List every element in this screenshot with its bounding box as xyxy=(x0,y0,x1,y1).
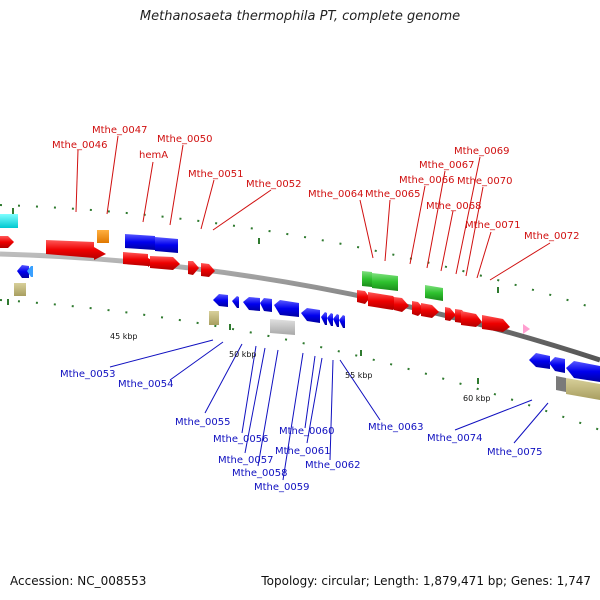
label-mthe-0068[interactable]: Mthe_0068 xyxy=(426,201,482,212)
scale-label-55kbp: 55 kbp xyxy=(345,371,373,380)
gene-red-mid-1[interactable] xyxy=(123,252,155,267)
gene-mthe-0074b[interactable] xyxy=(549,357,565,373)
gene-red-r1[interactable] xyxy=(357,290,370,304)
gene-mthe-0061[interactable] xyxy=(321,312,327,325)
major-ticks xyxy=(7,208,499,384)
gene-blue-left[interactable] xyxy=(17,265,29,278)
gene-lightblue-left[interactable] xyxy=(27,266,33,277)
gene-mthe-0046[interactable] xyxy=(46,240,106,260)
gene-mthe-0075-gray[interactable] xyxy=(556,376,566,392)
label-mthe-0056[interactable]: Mthe_0056 xyxy=(213,434,269,445)
gene-mthe-0068[interactable] xyxy=(394,297,409,312)
gene-mthe-0056[interactable] xyxy=(232,296,239,308)
gene-tan-left[interactable] xyxy=(14,283,26,296)
label-mthe-0071[interactable]: Mthe_0071 xyxy=(465,220,521,231)
gene-mthe-0057[interactable] xyxy=(243,297,260,311)
gene-red-left-edge[interactable] xyxy=(0,236,14,248)
label-mthe-0058[interactable]: Mthe_0058 xyxy=(232,468,288,479)
gene-mthe-0060[interactable] xyxy=(301,308,320,323)
scale-label-45kbp: 45 kbp xyxy=(110,332,138,341)
gene-mthe-0074a[interactable] xyxy=(529,353,550,369)
label-mthe-0046[interactable]: Mthe_0046 xyxy=(52,140,108,151)
label-mthe-0070[interactable]: Mthe_0070 xyxy=(457,176,513,187)
reverse-callout-lines xyxy=(109,339,549,481)
map-title: Methanosaeta thermophila PT, complete ge… xyxy=(139,9,461,24)
forward-gene-labels: Mthe_0046 Mthe_0047 hemA Mthe_0050 Mthe_… xyxy=(52,125,580,242)
gene-mthe-0067[interactable] xyxy=(368,292,400,310)
reverse-strand-genes xyxy=(14,265,600,400)
label-mthe-0054[interactable]: Mthe_0054 xyxy=(118,379,174,390)
inner-tick-ring xyxy=(0,299,600,431)
label-mthe-0066[interactable]: Mthe_0066 xyxy=(399,175,455,186)
gene-mthe-0050[interactable] xyxy=(155,237,178,253)
gene-pink-pseudo[interactable] xyxy=(523,324,530,334)
reverse-gene-labels: Mthe_0053 Mthe_0054 Mthe_0055 Mthe_0056 … xyxy=(60,369,543,493)
label-mthe-0059[interactable]: Mthe_0059 xyxy=(254,482,310,493)
gene-mthe-0071[interactable] xyxy=(445,307,456,321)
gene-red-mid-2[interactable] xyxy=(150,256,180,270)
gene-mthe-0072[interactable] xyxy=(482,315,510,332)
gene-hemA[interactable] xyxy=(125,234,155,250)
gene-cyan[interactable] xyxy=(0,214,18,228)
label-mthe-0065[interactable]: Mthe_0065 xyxy=(365,189,421,200)
forward-callout-lines xyxy=(75,135,551,281)
label-mthe-0047[interactable]: Mthe_0047 xyxy=(92,125,148,136)
gene-mthe-0065[interactable] xyxy=(372,273,398,291)
gene-mthe-0059[interactable] xyxy=(274,300,299,317)
label-mthe-0055[interactable]: Mthe_0055 xyxy=(175,417,231,428)
gene-gray[interactable] xyxy=(270,319,295,335)
label-mthe-0064[interactable]: Mthe_0064 xyxy=(308,189,364,200)
label-mthe-0051[interactable]: Mthe_0051 xyxy=(188,169,244,180)
gene-red-r3[interactable] xyxy=(461,311,482,327)
gene-mthe-0058[interactable] xyxy=(260,298,272,312)
label-mthe-0060[interactable]: Mthe_0060 xyxy=(279,426,335,437)
genome-summary: Topology: circular; Length: 1,879,471 bp… xyxy=(261,574,591,588)
label-mthe-0069[interactable]: Mthe_0069 xyxy=(454,146,510,157)
gene-mthe-0066[interactable] xyxy=(425,285,443,301)
scale-labels: 45 kbp 50 kbp 55 kbp 60 kbp xyxy=(110,332,491,403)
gene-mthe-0062b[interactable] xyxy=(333,314,339,327)
genome-backbone xyxy=(0,251,600,363)
label-mthe-0072[interactable]: Mthe_0072 xyxy=(524,231,580,242)
label-mthe-0074[interactable]: Mthe_0074 xyxy=(427,433,483,444)
gene-mthe-0064[interactable] xyxy=(362,271,372,287)
gene-mthe-0075[interactable] xyxy=(566,378,600,400)
scale-label-60kbp: 60 kbp xyxy=(463,394,491,403)
gene-blue-right[interactable] xyxy=(566,361,600,382)
forward-strand-genes xyxy=(0,214,530,334)
gene-mthe-0062a[interactable] xyxy=(327,313,333,326)
gene-mthe-0070[interactable] xyxy=(421,303,439,318)
gene-mthe-0053[interactable] xyxy=(209,311,219,325)
accession-label: Accession: NC_008553 xyxy=(10,574,147,588)
label-mthe-0063[interactable]: Mthe_0063 xyxy=(368,422,424,433)
label-mthe-0061[interactable]: Mthe_0061 xyxy=(275,446,331,457)
label-mthe-0052[interactable]: Mthe_0052 xyxy=(246,179,302,190)
label-mthe-0050[interactable]: Mthe_0050 xyxy=(157,134,213,145)
gene-mthe-0055[interactable] xyxy=(213,294,228,307)
gene-mthe-0051[interactable] xyxy=(188,261,199,275)
gene-mthe-0047[interactable] xyxy=(97,230,109,243)
label-mthe-0053[interactable]: Mthe_0053 xyxy=(60,369,116,380)
outer-tick-ring xyxy=(0,204,600,311)
label-hemA[interactable]: hemA xyxy=(139,150,168,161)
gene-mthe-0052[interactable] xyxy=(201,263,215,277)
label-mthe-0067[interactable]: Mthe_0067 xyxy=(419,160,475,171)
label-mthe-0057[interactable]: Mthe_0057 xyxy=(218,455,274,466)
label-mthe-0062[interactable]: Mthe_0062 xyxy=(305,460,361,471)
gene-mthe-0063[interactable] xyxy=(339,315,345,328)
label-mthe-0075[interactable]: Mthe_0075 xyxy=(487,447,543,458)
scale-label-50kbp: 50 kbp xyxy=(229,350,257,359)
